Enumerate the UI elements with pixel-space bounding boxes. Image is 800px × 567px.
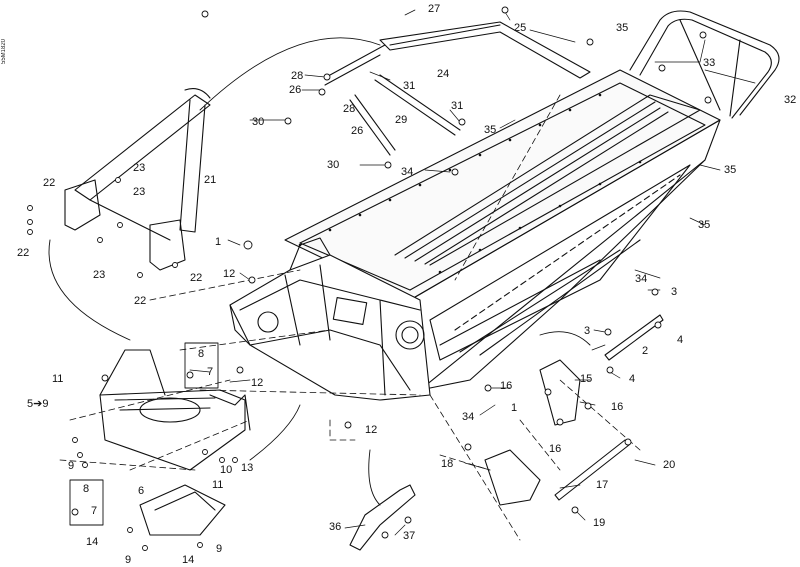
callout-box-8-7-upper: [184, 342, 219, 389]
callout-2: 2: [642, 345, 649, 357]
callout-30: 30: [327, 159, 340, 171]
a-frame-support: [64, 88, 211, 271]
callout-3: 3: [671, 286, 678, 298]
callout-35: 35: [698, 219, 711, 231]
callout-30: 30: [252, 116, 265, 128]
callout-28: 28: [343, 103, 356, 115]
callout-3: 3: [584, 325, 591, 337]
callout-32: 32: [784, 94, 797, 106]
callout-13: 13: [241, 462, 254, 474]
callout-17: 17: [596, 479, 609, 491]
callout-14: 14: [182, 554, 195, 566]
callout-9: 9: [216, 543, 223, 555]
callout-34: 34: [462, 411, 475, 423]
callout-23: 23: [133, 186, 146, 198]
callout-23: 23: [133, 162, 146, 174]
callout-16: 16: [611, 401, 624, 413]
callout-15: 15: [580, 373, 593, 385]
callout-11: 11: [212, 479, 224, 491]
callout-6: 6: [138, 485, 145, 497]
callout-9: 9: [125, 554, 132, 566]
callout-4: 4: [629, 373, 636, 385]
callout-1: 1: [215, 236, 222, 248]
callout-31: 31: [451, 100, 464, 112]
callout-7: 7: [207, 366, 214, 378]
callout-8: 8: [83, 483, 90, 495]
callout-34: 34: [635, 273, 648, 285]
callout-12: 12: [223, 268, 236, 280]
callout-28: 28: [291, 70, 304, 82]
callout-12: 12: [365, 424, 378, 436]
callout-7: 7: [91, 505, 98, 517]
callout-20: 20: [663, 459, 676, 471]
callout-9: 9: [68, 460, 75, 472]
callout-27: 27: [428, 3, 441, 15]
callout-box-8-7-lower: [69, 479, 104, 526]
callout-22: 22: [43, 177, 56, 189]
callout-12: 12: [251, 377, 264, 389]
callout-1: 1: [511, 402, 518, 414]
front-lower-assembly: [99, 349, 251, 536]
fasteners: [27, 6, 712, 551]
callout-4: 4: [677, 334, 684, 346]
curved-leaders: [48, 37, 591, 506]
callout-22: 22: [17, 247, 30, 259]
callout-23: 23: [93, 269, 106, 281]
callout-36: 36: [329, 521, 342, 533]
skid-bracket: [349, 484, 416, 551]
callout-25: 25: [514, 22, 527, 34]
callout-22: 22: [134, 295, 147, 307]
upper-struts: [324, 21, 591, 156]
callout-22: 22: [190, 272, 203, 284]
callout-31: 31: [403, 80, 416, 92]
callout-14: 14: [86, 536, 99, 548]
callout-35: 35: [724, 164, 737, 176]
callout-24: 24: [437, 68, 450, 80]
callout-11: 11: [52, 373, 64, 385]
callout-33: 33: [703, 57, 716, 69]
tunnel-rivets: [298, 93, 642, 274]
callout-35: 35: [616, 22, 629, 34]
rear-bumper: [629, 10, 780, 119]
tunnel: [284, 69, 721, 391]
callout-19: 19: [593, 517, 606, 529]
callout-8: 8: [198, 348, 205, 360]
callout-5-to-9: 5➔9: [27, 398, 49, 410]
leader-lines: [189, 9, 756, 536]
callout-35: 35: [484, 124, 497, 136]
callout-29: 29: [395, 114, 408, 126]
suspension-brackets: [484, 359, 581, 506]
callout-37: 37: [403, 530, 416, 542]
callout-16: 16: [549, 443, 562, 455]
callout-10: 10: [220, 464, 233, 476]
callout-18: 18: [441, 458, 454, 470]
callout-21: 21: [204, 174, 217, 186]
callout-26: 26: [351, 125, 364, 137]
callout-34: 34: [401, 166, 414, 178]
callout-26: 26: [289, 84, 302, 96]
callout-16: 16: [500, 380, 513, 392]
